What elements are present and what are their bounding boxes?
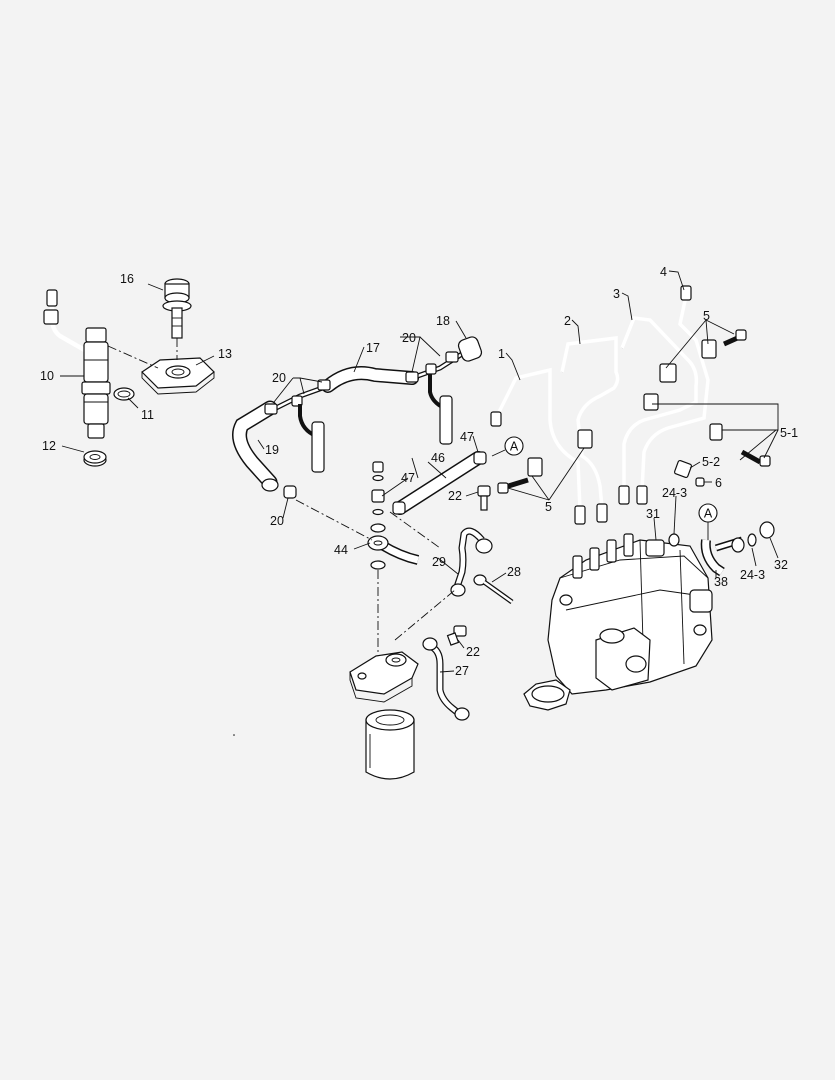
- callout-19: 19: [265, 443, 279, 457]
- callout-16: 16: [120, 272, 134, 286]
- callout-24-3: 24-3: [740, 568, 765, 582]
- nozzle-clamp: [141, 357, 215, 395]
- callout-20: 20: [272, 371, 286, 385]
- seal-washer-12: [83, 450, 107, 467]
- callout-44: 44: [334, 543, 348, 557]
- callout-18: 18: [436, 314, 450, 328]
- callout-5: 5: [703, 309, 710, 323]
- callout-13: 13: [218, 347, 232, 361]
- callout-17: 17: [366, 341, 380, 355]
- banjo-bolt-22-lower: [446, 625, 467, 646]
- callout-5-2: 5-2: [702, 455, 720, 469]
- callout-20: 20: [402, 331, 416, 345]
- leader-lines: [60, 270, 779, 673]
- callout-27: 27: [455, 664, 469, 678]
- callout-6: 6: [715, 476, 722, 490]
- callout-29: 29: [432, 555, 446, 569]
- callout-47: 47: [401, 471, 415, 485]
- o-ring-11: [113, 387, 135, 401]
- callout-32: 32: [774, 558, 788, 572]
- injection-pump: [523, 533, 713, 711]
- fuel-filter-head: [349, 651, 419, 703]
- return-hose-assembly: [232, 336, 483, 499]
- ref-a-label: A: [510, 440, 519, 454]
- injector-nozzle: [43, 289, 111, 439]
- callout-47: 47: [460, 430, 474, 444]
- ref-a-label: A: [704, 507, 713, 521]
- callout-2: 2: [564, 314, 571, 328]
- banjo-bolt-22: [477, 485, 491, 511]
- callout-22: 22: [466, 645, 480, 659]
- callout-1: 1: [498, 347, 505, 361]
- callout-3: 3: [613, 287, 620, 301]
- banjo-bolt-28: [473, 574, 514, 605]
- fuel-filter-cartridge: [365, 709, 415, 780]
- callout-11: 11: [141, 408, 154, 422]
- callout-22: 22: [448, 489, 462, 503]
- callout-24-3: 24-3: [662, 486, 687, 500]
- nozzle-holder-bolt: [162, 278, 192, 339]
- callout-labels: 16 13 10 11 12 17 18 20 20 19 20 46 47 4…: [40, 265, 798, 678]
- callout-46: 46: [431, 451, 445, 465]
- callout-4: 4: [660, 265, 667, 279]
- fuel-pipe-29: [450, 527, 493, 597]
- callout-5-1: 5-1: [780, 426, 798, 440]
- reference-mark-a-lower: A: [698, 503, 718, 540]
- callout-31: 31: [646, 507, 660, 521]
- reference-mark-a-upper: A: [491, 436, 524, 457]
- callout-5: 5: [545, 500, 552, 514]
- callout-12: 12: [42, 439, 56, 453]
- callout-28: 28: [507, 565, 521, 579]
- callout-20: 20: [270, 514, 284, 528]
- callout-10: 10: [40, 369, 54, 383]
- banjo-fitting-assembly: [367, 451, 487, 570]
- pump-inlet-fittings: [645, 521, 775, 577]
- callout-38: 38: [714, 575, 728, 589]
- injection-pipes: [490, 285, 771, 525]
- fuel-pipe-27: [422, 637, 470, 721]
